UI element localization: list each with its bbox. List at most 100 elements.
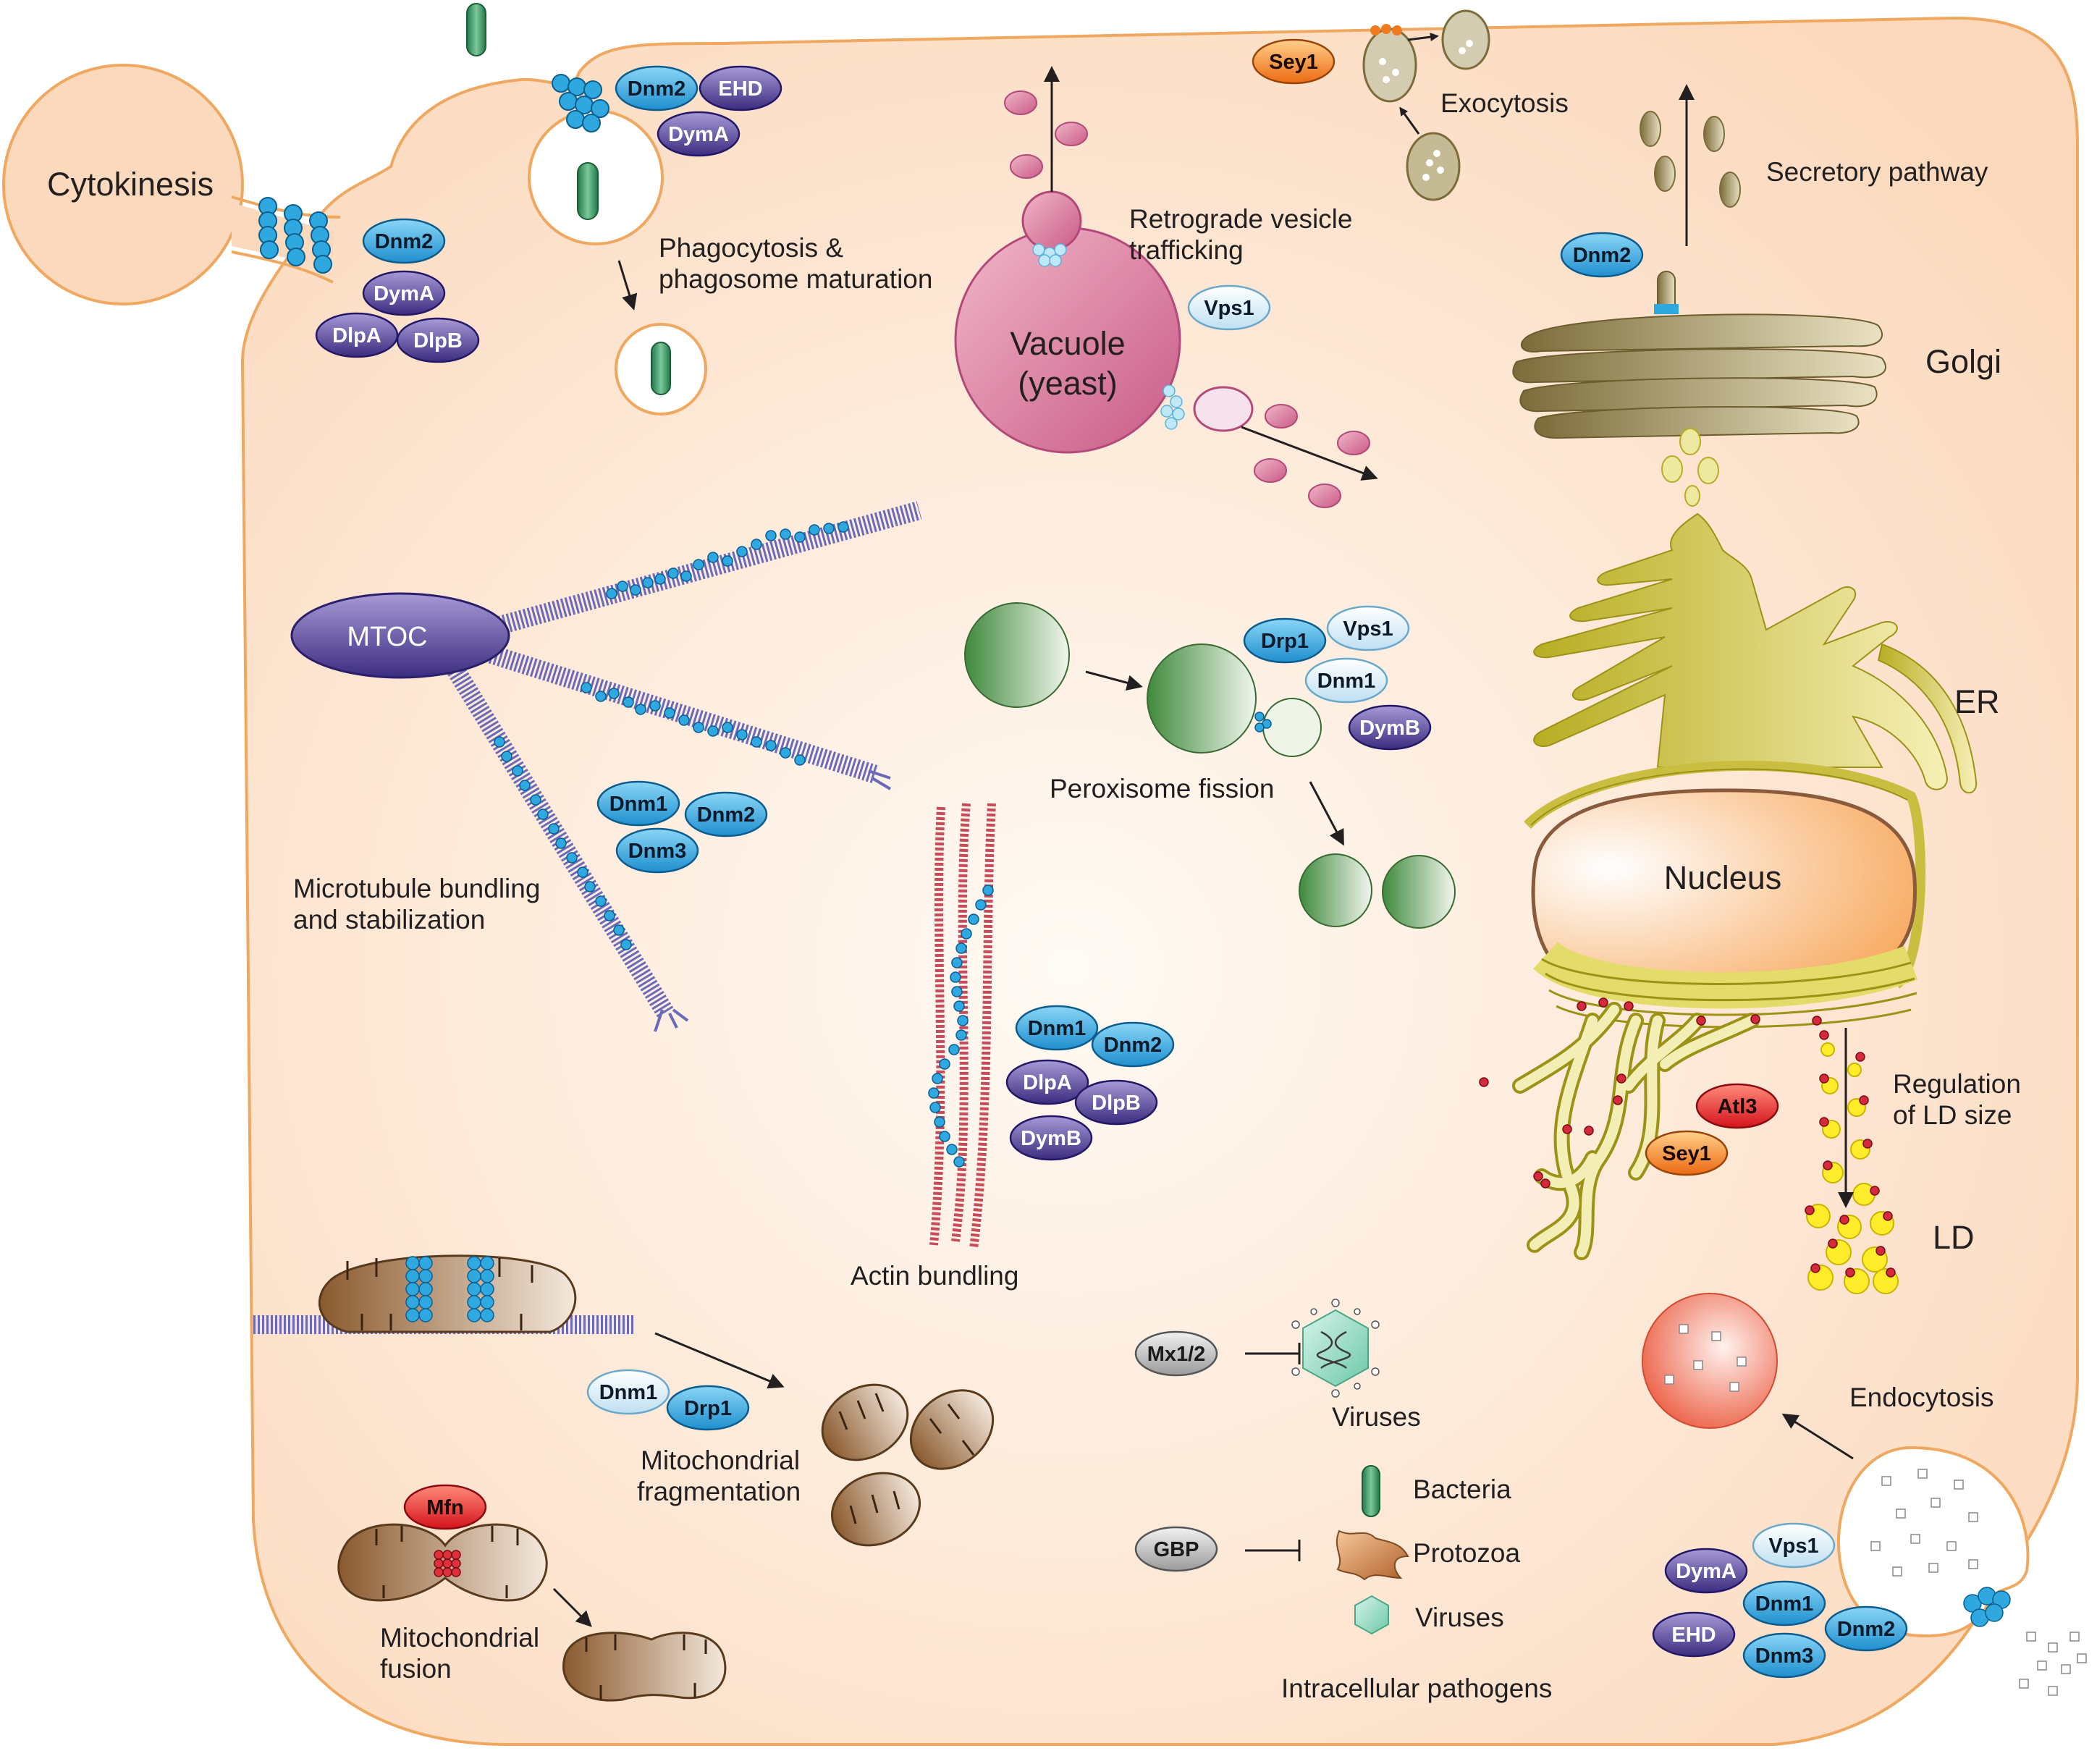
golgi-stack — [1512, 271, 1886, 439]
protein-pill-act-dnm2: Dnm2 — [1091, 1021, 1175, 1068]
protein-label: DlpA — [332, 324, 381, 347]
endosome — [1642, 1293, 1778, 1429]
protein-pill-golgi-dnm2: Dnm2 — [1560, 232, 1644, 278]
protein-pill-sey1-ld: Sey1 — [1645, 1130, 1729, 1176]
protein-label: Dnm1 — [599, 1381, 658, 1404]
phagocytosis-label-2: phagosome maturation — [659, 264, 932, 294]
endocytic-vesicle — [1836, 1446, 2087, 1696]
protein-label: Dnm3 — [628, 840, 687, 863]
bacteria-label: Bacteria — [1413, 1474, 1511, 1504]
protein-pill-endo-dnm1: Dnm1 — [1742, 1580, 1826, 1626]
protein-pill-mito-drp1: Drp1 — [666, 1385, 750, 1431]
cytokinesis-label: Cytokinesis — [47, 166, 214, 203]
mito-fusion-label-1: Mitochondrial — [380, 1623, 539, 1653]
protein-pill-endo-ehd: EHD — [1652, 1611, 1736, 1658]
exocytosis-vesicles — [1362, 9, 1490, 201]
secretory-vesicles — [1640, 111, 1741, 208]
protein-pill-mfn: Mfn — [403, 1484, 487, 1530]
protein-pill-mt-dnm1: Dnm1 — [596, 780, 680, 827]
er-sheets-bottom — [1533, 941, 1918, 1029]
protein-label: DlpB — [413, 329, 463, 353]
protein-pill-cyto-dlpa: DlpA — [315, 312, 399, 358]
mito-fragmentation-label-2: fragmentation — [637, 1477, 801, 1506]
cytokinesis-dynamin-rings — [258, 197, 332, 274]
microtubule-label-2: and stabilization — [293, 905, 485, 934]
viruses-bottom-label: Viruses — [1415, 1603, 1504, 1632]
protein-pill-gbp: GBP — [1134, 1526, 1218, 1572]
protein-pill-perox-dymb: DymB — [1348, 704, 1432, 751]
retrograde-label-1: Retrograde vesicle — [1129, 204, 1352, 234]
protein-label: EHD — [1671, 1624, 1716, 1647]
protein-label: GBP — [1154, 1538, 1199, 1561]
ld-label: LD — [1933, 1219, 1975, 1256]
fragmented-mitochondria — [821, 1383, 995, 1547]
mito-fusion-label-2: fusion — [380, 1654, 452, 1684]
exocytosis-label: Exocytosis — [1440, 88, 1569, 118]
mtoc-label: MTOC — [347, 622, 427, 652]
protein-pill-phago-ehd: EHD — [699, 65, 782, 111]
bacterium-icon — [577, 162, 599, 220]
protein-label: Vps1 — [1204, 297, 1254, 320]
virus-icon — [1291, 1299, 1380, 1398]
protein-label: DlpA — [1023, 1071, 1072, 1094]
protein-label: DymB — [1359, 717, 1420, 740]
bacteria-icon — [1362, 1465, 1380, 1517]
vacuole-label-2: (yeast) — [1018, 365, 1118, 402]
er-tubule-markers — [1479, 997, 1822, 1189]
ld-regulation-label-1: Regulation — [1893, 1069, 2021, 1099]
virus-small-icon — [1354, 1595, 1389, 1635]
fusing-mitochondria — [337, 1523, 548, 1602]
protein-label: Dnm2 — [628, 77, 686, 101]
protein-label: Dnm1 — [1317, 670, 1376, 693]
protein-label: Dnm2 — [1837, 1618, 1896, 1641]
secretory-pathway-label: Secretory pathway — [1766, 157, 1988, 187]
protein-label: Drp1 — [1261, 630, 1309, 653]
protein-pill-mt-dnm2: Dnm2 — [684, 791, 768, 837]
vacuole-label-1: Vacuole — [1010, 325, 1125, 362]
protein-label: DymA — [1676, 1560, 1737, 1583]
protein-pill-endo-vps1: Vps1 — [1752, 1522, 1836, 1569]
protein-pill-act-dlpb: DlpB — [1074, 1079, 1158, 1126]
protein-pill-cyto-dyma: DymA — [362, 270, 446, 316]
protein-label: Mx1/2 — [1147, 1343, 1206, 1366]
protein-pill-atl3: Atl3 — [1695, 1083, 1779, 1129]
protein-pill-act-dlpa: DlpA — [1005, 1059, 1089, 1105]
retrograde-label-2: trafficking — [1129, 235, 1244, 265]
protein-label: Dnm1 — [609, 793, 668, 816]
protein-pill-mt-dnm3: Dnm3 — [615, 827, 699, 874]
protein-pill-act-dymb: DymB — [1009, 1115, 1093, 1161]
vacuole — [954, 90, 1370, 508]
actin-bundling-label: Actin bundling — [851, 1261, 1018, 1291]
phagosome — [615, 323, 707, 415]
protozoa-label: Protozoa — [1413, 1538, 1521, 1568]
protein-pill-endo-dnm3: Dnm3 — [1742, 1632, 1826, 1679]
ld-regulation-label-2: of LD size — [1893, 1100, 2012, 1130]
protein-pill-cyto-dnm2: Dnm2 — [362, 218, 446, 264]
protein-pill-endo-dnm2: Dnm2 — [1824, 1605, 1908, 1652]
viruses-top-label: Viruses — [1332, 1402, 1421, 1432]
protein-pill-perox-dnm1: Dnm1 — [1304, 657, 1388, 704]
fused-mitochondrion — [562, 1632, 727, 1702]
peroxisomes — [964, 602, 1456, 929]
vesicles — [1004, 90, 1370, 508]
protein-label: DymA — [374, 282, 434, 305]
golgi-label: Golgi — [1925, 343, 2001, 380]
er-label: ER — [1954, 683, 2000, 720]
endoplasmic-reticulum — [1533, 512, 1978, 794]
mitochondria-on-microtubule — [253, 1254, 633, 1334]
microtubule-dynamin-helix — [494, 521, 849, 950]
bacterium-icon — [466, 3, 486, 56]
protein-label: Dnm1 — [1755, 1592, 1814, 1616]
protein-label: DymB — [1021, 1127, 1081, 1150]
protein-pill-perox-drp1: Drp1 — [1243, 617, 1327, 664]
protein-label: DlpB — [1092, 1092, 1141, 1115]
peroxisome-fission-label: Peroxisome fission — [1050, 774, 1275, 803]
protein-pill-sey1-top: Sey1 — [1252, 38, 1336, 85]
mtoc: MTOC — [290, 592, 510, 679]
protein-label: DymA — [668, 123, 729, 146]
protein-pill-endo-dyma: DymA — [1664, 1548, 1748, 1594]
intracellular-pathogens-label: Intracellular pathogens — [1281, 1674, 1552, 1703]
protein-label: Vps1 — [1343, 617, 1393, 641]
